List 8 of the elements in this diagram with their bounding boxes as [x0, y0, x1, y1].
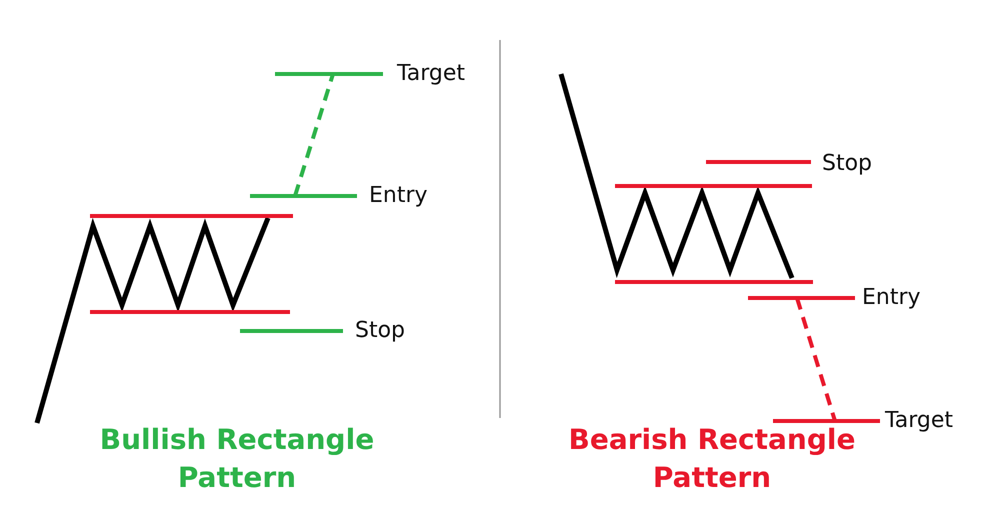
level-label: Entry [862, 287, 921, 309]
pattern-title: Bullish Rectangle Pattern [98, 422, 376, 496]
level-label: Target [397, 63, 466, 85]
level-label: Target [885, 410, 954, 432]
pattern-title: Bearish Rectangle Pattern [568, 422, 856, 496]
level-label: Stop [355, 320, 406, 342]
level-label: Stop [822, 153, 872, 175]
level-label: Entry [369, 185, 428, 207]
